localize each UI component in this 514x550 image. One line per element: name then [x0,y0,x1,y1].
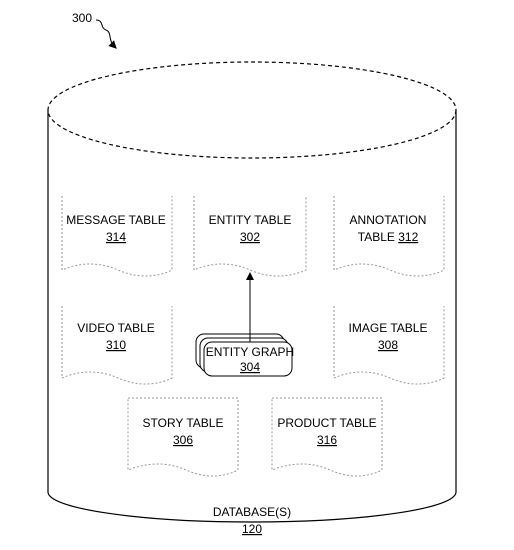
entity-graph-front-card [203,341,293,377]
entity-graph-label: ENTITY GRAPH [206,345,294,359]
doc-shape-product [271,397,383,477]
story-table-number: 306 [173,433,193,447]
cylinder-top [47,61,457,159]
annotation-table-label: ANNOTATION [350,213,427,227]
entity-table-number: 302 [240,230,260,244]
doc-shape-entity [193,196,307,277]
annotation-table-number: 312 [398,230,418,244]
doc-shape-annotation [333,196,445,277]
entity-table-label: ENTITY TABLE [209,213,292,227]
video-table-number: 310 [106,338,126,352]
doc-shape-video [61,306,173,385]
annotation-table-label-line2: TABLE 312 [358,230,419,244]
image-table-number: 308 [378,338,398,352]
annotation-table-word: TABLE [358,230,395,244]
product-table-number: 316 [317,433,337,447]
product-table-label: PRODUCT TABLE [277,416,376,430]
message-table-number: 314 [106,230,126,244]
doc-shape-story [127,397,239,477]
story-table-label: STORY TABLE [143,416,224,430]
doc-shape-image [333,306,445,385]
figure-ref-number: 300 [72,11,92,25]
figure-ref-arrow [95,19,117,49]
cylinder-bottom [47,491,457,523]
image-table-label: IMAGE TABLE [349,321,428,335]
database-label: DATABASE(S) [213,505,291,519]
message-table-label: MESSAGE TABLE [66,213,166,227]
video-table-label: VIDEO TABLE [77,321,155,335]
database-number: 120 [242,522,262,536]
doc-shape-message [61,196,173,277]
entity-graph-number: 304 [240,360,260,374]
